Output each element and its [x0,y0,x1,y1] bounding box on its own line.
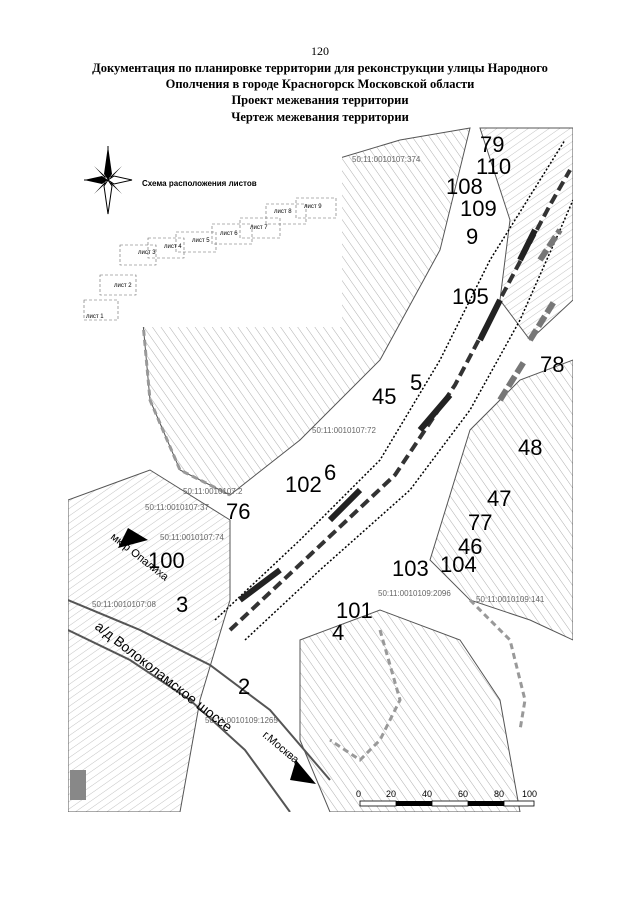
cadastral-label: 50:11:0010107:72 [312,426,376,435]
sheet-label: лист 7 [250,225,268,231]
street-corridor-outer-left [214,139,566,621]
hatched-area-southwest [68,469,231,812]
parcel-number: 105 [452,284,489,309]
cadastral-label: 50:11:0010107:74 [160,533,224,542]
street-centerline [228,169,572,632]
scale-tick: 0 [356,789,361,799]
sheet-label: лист 8 [274,209,292,215]
scale-tick: 40 [422,789,432,799]
cadastral-label: 50:11:0010107:08 [92,600,156,609]
page-number: 120 [311,44,329,58]
sheet-label: лист 1 [86,314,104,320]
direction-arrow-icon [290,760,316,784]
sheet-label: лист 9 [304,204,322,210]
street-grey-segments [497,228,563,402]
highway-road-edge [68,599,331,781]
parcel-number: 4 [332,620,344,645]
parcel-number: 109 [460,196,497,221]
cadastral-label: 50:11:0010107:37 [145,503,209,512]
parcel-number: 79 [480,132,504,157]
layout-scheme: Схема расположения листов лист 1 лист 2 … [82,132,342,327]
direction-arrow-icon [118,528,148,548]
parcel-number: 103 [392,556,429,581]
parcel-number: 3 [176,592,188,617]
legend-marker [70,770,86,800]
parcel-number: 6 [324,460,336,485]
document-title-line-2: Ополчения в городе Красногорск Московско… [165,77,475,91]
parcel-number: 110 [476,154,511,179]
scale-bar: 0 20 40 60 80 100 [356,789,537,807]
parcel-number: 47 [487,486,511,511]
parcel-number: 101 [336,598,373,623]
boundary-dashed-1 [138,289,231,497]
sheet-label: лист 4 [164,244,182,250]
hatched-area-east [429,359,573,641]
parcel-number: 78 [540,352,564,377]
parcel-number: 9 [466,224,478,249]
parcel-number: 104 [440,552,477,577]
parcel-number: 48 [518,435,542,460]
document-subtitle-2: Чертеж межевания территории [231,110,409,124]
scale-tick: 20 [386,789,396,799]
parcel-number: 77 [468,510,492,535]
boundary-dashed-3 [468,598,527,731]
direction-label: г.Москва [260,729,302,767]
sheet-label: лист 3 [138,250,156,256]
cadastral-label: 50:11:0010109:1265 [205,716,278,725]
parcel-number: 102 [285,472,322,497]
sheet-label: лист 6 [220,231,238,237]
highway-road [68,629,291,812]
parcel-number: 76 [226,499,250,524]
cadastral-label: 50:11:0010107:374 [352,155,421,164]
document-header: 120 Документация по планировке территори… [0,44,640,126]
compass-icon [84,146,133,215]
sheet-index [83,197,337,321]
cadastral-label: 50:11:0010109:141 [476,595,545,604]
cadastral-label: 50:11:0010107:2 [183,487,243,496]
document-subtitle-1: Проект межевания территории [231,93,409,107]
sheet-label: лист 5 [192,238,210,244]
sheet-label: лист 2 [114,283,132,289]
street-dark-segments [238,228,538,603]
layout-scheme-title: Схема расположения листов [142,179,257,188]
cadastral-label: 50:11:0010109:2096 [378,589,451,598]
parcel-number: 2 [238,674,250,699]
parcel-number: 45 [372,384,396,409]
parcel-number: 100 [148,548,185,573]
document-title-line-1: Документация по планировке территории дл… [92,61,548,75]
scale-tick: 60 [458,789,468,799]
parcel-number: 108 [446,174,483,199]
scale-tick: 80 [494,789,504,799]
scale-tick: 100 [522,789,537,799]
parcel-number: 5 [410,370,422,395]
parcel-number: 46 [458,534,482,559]
